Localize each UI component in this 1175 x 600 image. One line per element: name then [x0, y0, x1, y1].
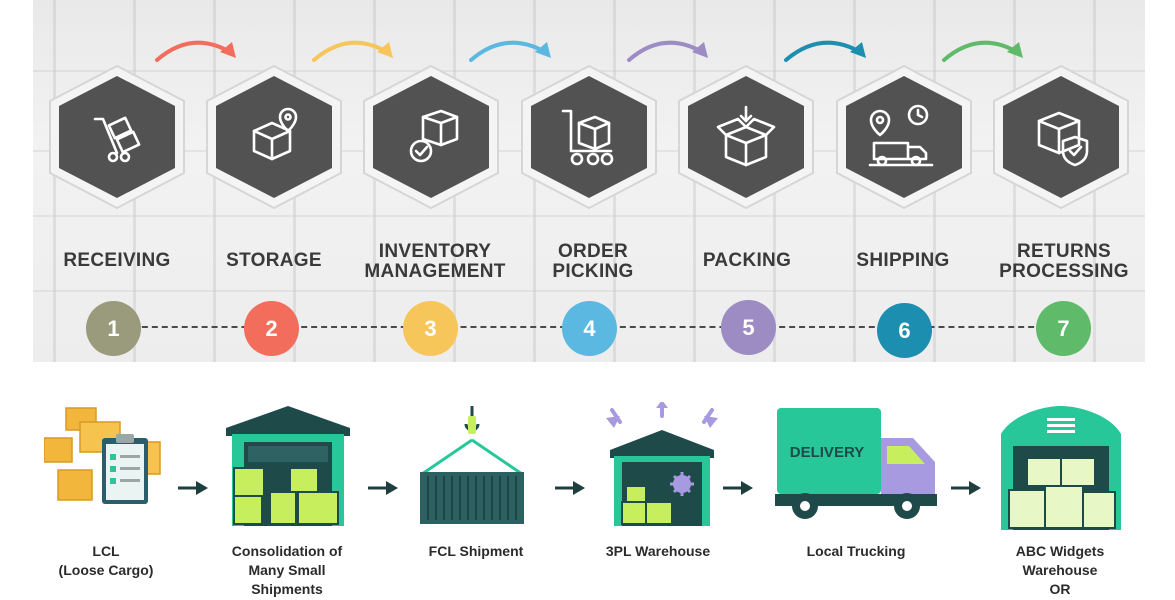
abc-warehouse-illustration [1001, 406, 1121, 530]
step-label: STORAGE [184, 251, 364, 271]
flow-step-label-line: Many Small [248, 562, 326, 578]
delivery-truck-illustration: DELIVERY [775, 408, 937, 519]
step-hexagon [516, 64, 662, 210]
3pl-warehouse-illustration [606, 402, 718, 526]
hand-truck-icon [93, 116, 141, 163]
delivery-truck-icon [868, 104, 934, 167]
step-label: RECEIVING [27, 251, 207, 271]
step-hexagon [201, 64, 347, 210]
step-number-badge: 1 [86, 301, 141, 356]
loose-cargo-illustration [44, 407, 161, 504]
box-trolley-icon [561, 109, 614, 166]
background-beam [533, 0, 536, 362]
step-label-line: RECEIVING [63, 250, 171, 271]
step-arrow [627, 40, 708, 62]
flow-arrow-icon [368, 481, 398, 495]
background-beam [213, 0, 216, 362]
background-girder [33, 290, 1145, 292]
step-label-line: INVENTORY [378, 241, 492, 262]
step-label-line: RETURNS [1017, 241, 1111, 262]
flow-step-label-line: Shipments [251, 581, 323, 597]
step-label: PACKING [657, 251, 837, 271]
step-label-line: MANAGEMENT [364, 261, 506, 282]
step-hexagon [673, 64, 819, 210]
flow-arrow-icon [951, 481, 981, 495]
flow-arrow-icon [555, 481, 585, 495]
step-hexagon [831, 64, 977, 210]
step-number-badge: 3 [403, 301, 458, 356]
flow-step-label-line: OR [1049, 581, 1071, 597]
step-label-line: PICKING [552, 261, 634, 282]
flow-step-label-line: Local Trucking [806, 543, 906, 559]
step-label-line: SHIPPING [856, 250, 950, 271]
background-beam [53, 0, 56, 362]
flow-step-label: 3PL Warehouse [578, 542, 738, 561]
step-hexagon [44, 64, 190, 210]
consolidation-warehouse-illustration [226, 406, 350, 526]
flow-step-label-line: ABC Widgets [1015, 543, 1105, 559]
step-label-line: PACKING [702, 250, 792, 271]
step-arrow [155, 40, 236, 62]
flow-arrow-icon [723, 481, 753, 495]
flow-arrow-icon [178, 481, 208, 495]
box-location-icon [252, 107, 298, 161]
step-label-line: STORAGE [226, 250, 322, 271]
flow-step-label-line: Consolidation of [231, 543, 343, 559]
step-number-badge: 7 [1036, 301, 1091, 356]
background-beam [373, 0, 376, 362]
fcl-container-illustration [420, 406, 524, 524]
step-hexagon [988, 64, 1134, 210]
flow-step-label-line: LCL [92, 543, 120, 559]
flow-step-label: Local Trucking [776, 542, 936, 561]
step-arrow [312, 40, 393, 62]
flow-step-label-line: (Loose Cargo) [58, 562, 154, 578]
step-arrow [469, 40, 551, 62]
step-arrow [784, 40, 866, 62]
background-girder [33, 215, 1145, 217]
step-label: SHIPPING [813, 251, 993, 271]
flow-step-label-line: 3PL Warehouse [605, 543, 711, 559]
box-shield-icon [1037, 111, 1089, 167]
flow-step-label-line: FCL Shipment [428, 543, 524, 559]
step-number-badge: 5 [721, 300, 776, 355]
step-hexagon [358, 64, 504, 210]
box-check-icon [409, 109, 459, 163]
step-number-badge: 6 [877, 303, 932, 358]
step-label-line: PROCESSING [999, 261, 1129, 282]
step-number-badge: 2 [244, 301, 299, 356]
step-label-line: ORDER [557, 241, 629, 262]
open-box-icon [716, 105, 776, 167]
step-arrow [942, 40, 1023, 62]
flow-step-label: LCL (Loose Cargo) [26, 542, 186, 580]
flow-step-label-line: Warehouse [1022, 562, 1098, 578]
step-number-badge: 4 [562, 301, 617, 356]
truck-delivery-text: DELIVERY [790, 444, 864, 461]
flow-step-label: FCL Shipment [396, 542, 556, 561]
